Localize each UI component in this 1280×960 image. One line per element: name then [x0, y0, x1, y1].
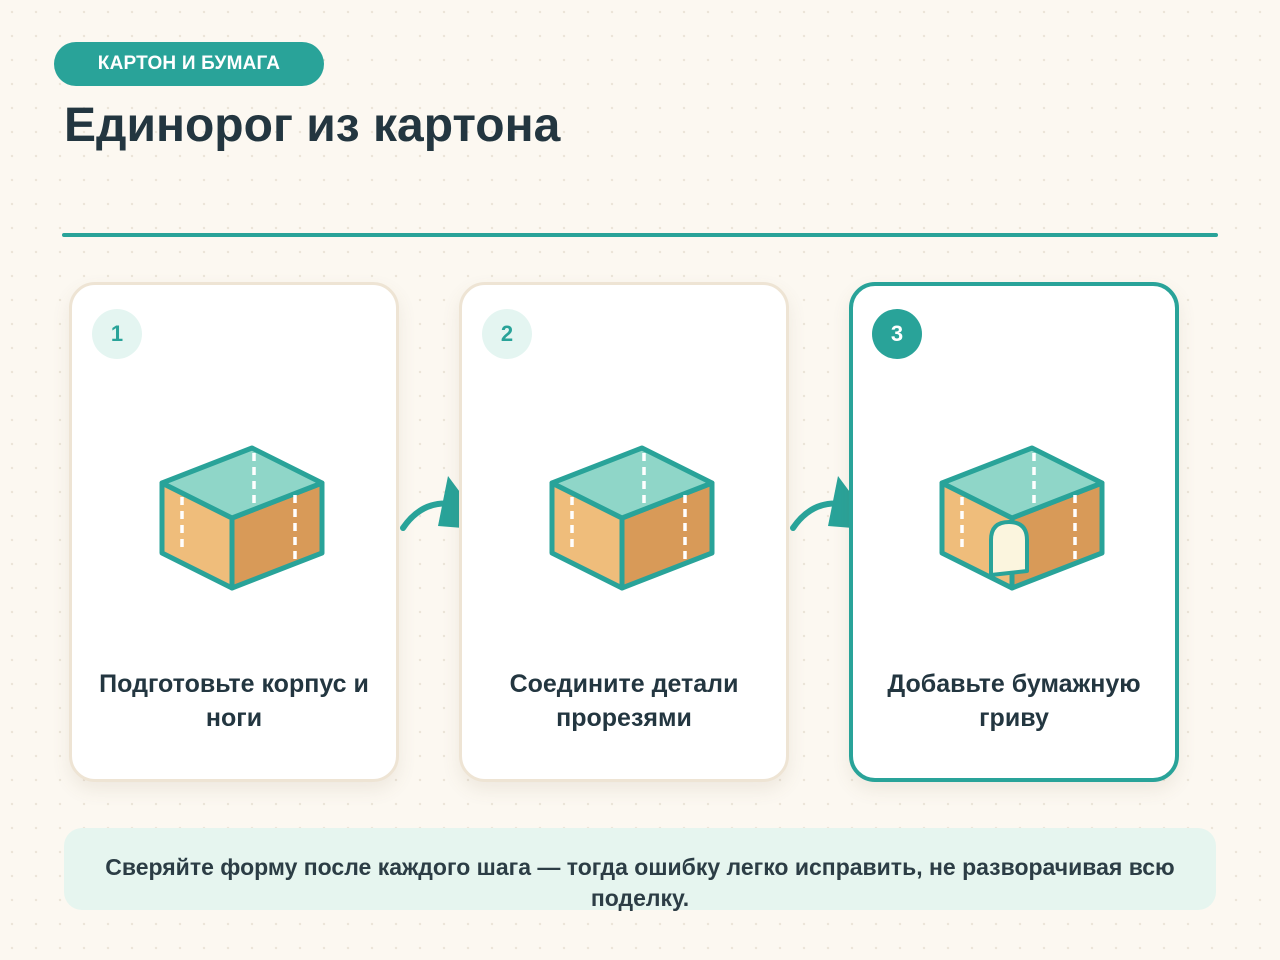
step-number-badge: 1 [92, 309, 142, 359]
cardboard-box-icon [549, 445, 715, 591]
step-caption: Соедините детали прорезями [509, 670, 739, 732]
page-title: Единорог из картона [64, 99, 561, 152]
step-caption: Подготовьте корпус и ноги [99, 670, 369, 732]
step-card-3: 3 Добавьте бумажную гриву [849, 282, 1179, 782]
category-tag: КАРТОН И БУМАГА [54, 42, 324, 86]
step-number-badge: 3 [872, 309, 922, 359]
step-number-badge: 2 [482, 309, 532, 359]
step-card-1: 1 Подготовьте корпус и ноги [69, 282, 399, 782]
title-divider [62, 233, 1218, 237]
cardboard-box-with-door-icon [939, 445, 1105, 591]
tip-note: Сверяйте форму после каждого шага — тогд… [64, 828, 1216, 911]
step-card-2: 2 Соедините детали прорезями [459, 282, 789, 782]
cardboard-box-icon [159, 445, 325, 591]
step-caption: Добавьте бумажную гриву [887, 670, 1141, 732]
